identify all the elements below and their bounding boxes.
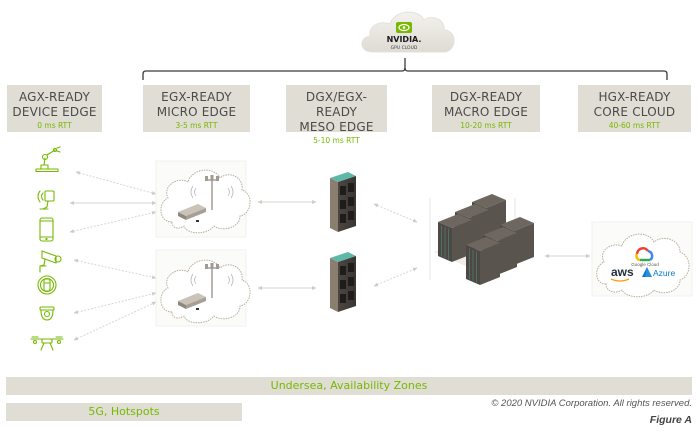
arrow-camera	[73, 258, 157, 280]
tier-name-line2: MESO EDGE	[299, 120, 374, 134]
security-camera-icon	[39, 250, 62, 273]
tier-bracket	[142, 58, 668, 80]
tier-name-line2: MACRO EDGE	[443, 105, 529, 119]
tier-name-line1: DGX/EGX-READY	[305, 90, 368, 119]
device-to-micro-edge-arrows	[69, 171, 157, 341]
aws-logo-icon: aws	[610, 265, 634, 282]
arrow-phone	[69, 210, 157, 234]
smartphone-icon	[39, 217, 54, 242]
copyright-notice: © 2020 NVIDIA Corporation. All rights re…	[491, 398, 692, 409]
tier-rtt: 40-60 ms RTT	[608, 121, 661, 130]
meso-to-macro-arrows	[373, 203, 418, 287]
tier-name-line1: HGX-READY	[598, 90, 671, 104]
autonomous-car-icon	[37, 275, 57, 295]
edge-gateway-icon	[178, 293, 206, 310]
tier-name-line1: DGX-READY	[449, 90, 523, 104]
robot-arm-icon	[35, 146, 61, 173]
arrow-dome	[73, 292, 157, 314]
tier-dgx-egx-meso-edge: DGX/EGX-READY MESO EDGE 5-10 ms RTT	[286, 85, 387, 145]
azure-logo-icon: Azure	[642, 267, 675, 278]
undersea-availability-zones-band: Undersea, Availability Zones	[6, 377, 692, 395]
aws-label: aws	[611, 265, 634, 279]
server-rack-icon	[330, 172, 356, 232]
server-rack-icon	[330, 252, 356, 312]
gpu-cloud-text: GPU CLOUD	[391, 45, 418, 51]
tier-rtt: 0 ms RTT	[37, 121, 72, 130]
google-cloud-logo-icon: Google Cloud	[631, 247, 659, 267]
cell-tower-icon	[190, 175, 234, 210]
tier-egx-micro-edge: EGX-READY MICRO EDGE 3-5 ms RTT	[143, 85, 250, 132]
tier-name-line1: EGX-READY	[161, 90, 232, 104]
edge-gateway-icon	[178, 204, 206, 222]
rack-block	[466, 237, 500, 285]
tier-rtt: 10-20 ms RTT	[460, 121, 512, 130]
tier-agx-device-edge: AGX-READY DEVICE EDGE 0 ms RTT	[7, 85, 102, 132]
arrow-drone	[73, 301, 157, 341]
drone-icon	[30, 336, 64, 351]
smart-speaker-icon	[37, 190, 55, 210]
google-cloud-label: Google Cloud	[631, 262, 659, 267]
figure-label: Figure A	[649, 414, 692, 426]
datacenter-cluster-icon	[429, 194, 534, 285]
tier-name-line2: DEVICE EDGE	[12, 105, 97, 119]
arrow-robot	[75, 171, 157, 195]
bracket-line	[142, 67, 668, 80]
5g-hotspots-band: 5G, Hotspots	[6, 403, 242, 421]
tier-hgx-core-cloud: HGX-READY CORE CLOUD 40-60 ms RTT	[578, 85, 691, 132]
tier-name-line2: MICRO EDGE	[156, 105, 237, 119]
micro-to-meso-arrows	[257, 200, 317, 290]
tier-dgx-macro-edge: DGX-READY MACRO EDGE 10-20 ms RTT	[432, 85, 540, 132]
nvidia-brand-text: NVIDIA.	[387, 35, 422, 44]
tier-name-line2: CORE CLOUD	[593, 105, 676, 119]
tier-name-line1: AGX-READY	[18, 90, 91, 104]
public-cloud: Google Cloud aws Azure	[591, 221, 693, 298]
arrow-meso1-macro	[373, 203, 418, 223]
micro-edge-cloud-1	[155, 160, 251, 238]
tier-rtt: 3-5 ms RTT	[175, 121, 218, 130]
azure-label: Azure	[653, 268, 675, 278]
nvidia-eye-logo-icon	[396, 22, 412, 33]
device-icons	[30, 146, 64, 351]
arrow-meso2-macro	[373, 267, 418, 287]
tier-rtt: 5-10 ms RTT	[313, 136, 360, 145]
nvidia-gpu-cloud: NVIDIA. GPU CLOUD	[361, 11, 455, 53]
micro-edge-cloud-2	[155, 249, 251, 327]
dome-camera-icon	[39, 306, 55, 321]
cell-tower-icon	[190, 263, 234, 298]
